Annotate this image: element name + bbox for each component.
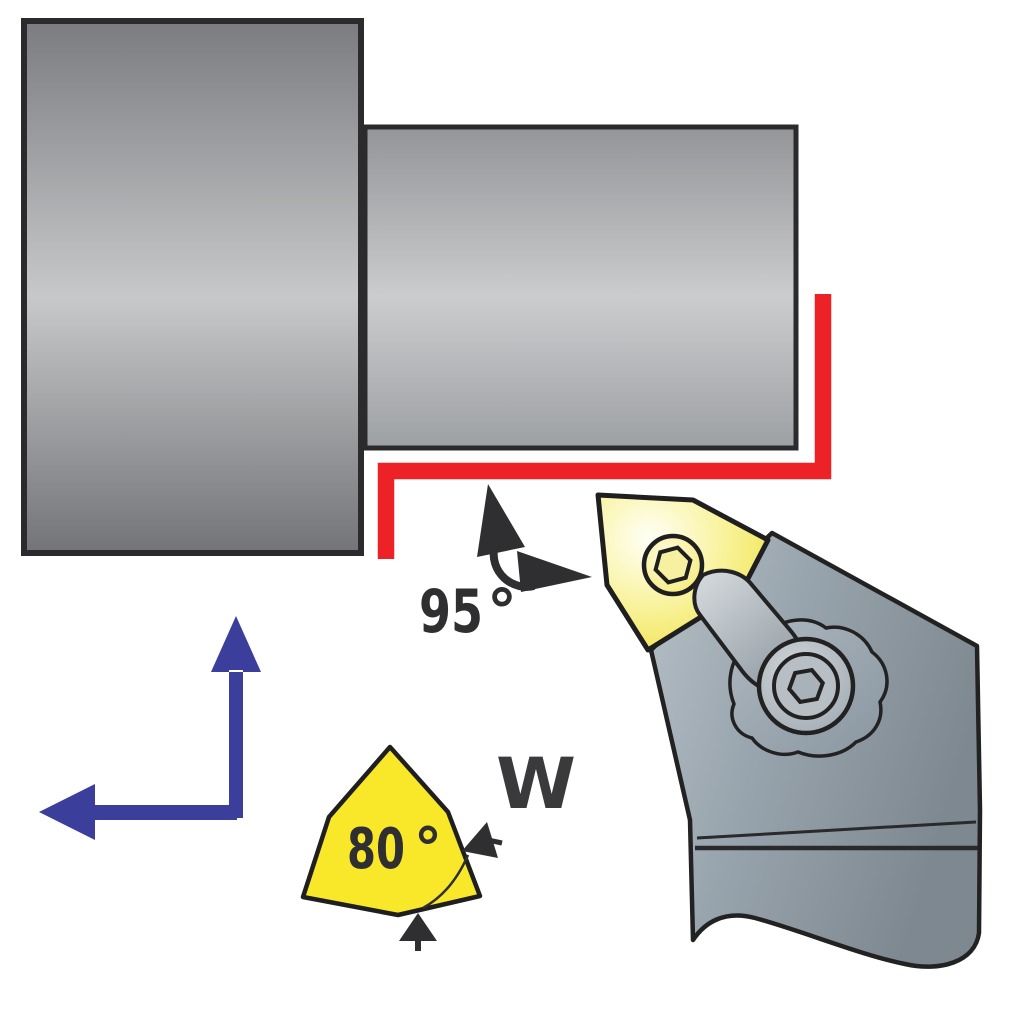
cutting-path-line: [377, 294, 832, 559]
insert-profile-small: [300, 744, 483, 918]
holder-shank-lines: [695, 820, 978, 851]
insert-hex-screw-icon: [641, 533, 705, 597]
entering-angle-arc-icon: [477, 484, 592, 592]
insert-angle-degree: °: [414, 817, 442, 882]
entering-angle-degree: °: [487, 577, 517, 647]
clamp-hex-screw-icon: [756, 636, 856, 736]
insert-code-label: W: [496, 743, 576, 825]
feed-direction-arrows-icon: [39, 616, 261, 840]
workpiece-turned-section: [362, 124, 799, 451]
insert-angle-arrows-icon: [399, 822, 503, 951]
workpiece-chuck-section: [21, 18, 364, 556]
entering-angle-value: 95: [419, 577, 483, 647]
insert-angle-value: 80: [347, 817, 405, 882]
